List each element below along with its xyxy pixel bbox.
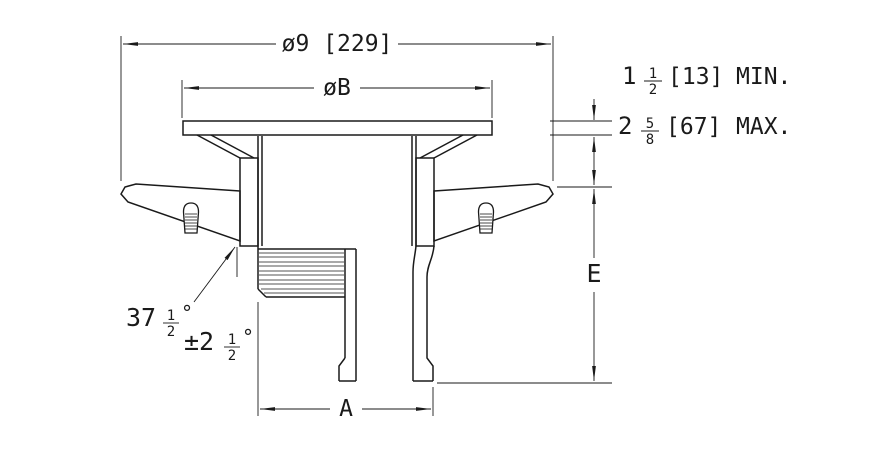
body-walls [239, 157, 435, 247]
dim-collar-min: 1 1 2 [13] MIN. [550, 62, 791, 122]
dim-height-e: E [437, 186, 612, 384]
outlet-threads [257, 248, 356, 298]
outlet-label: A [339, 396, 353, 422]
grate-strainer [182, 120, 493, 136]
dim-collar-max: 2 5 8 [67] MAX. [550, 112, 791, 185]
angle-denominator: 2 [167, 324, 175, 340]
angle-tolerance-degree-symbol: ° [242, 325, 254, 349]
anchor-flange-right [433, 183, 554, 243]
clamp-screw-right [477, 202, 495, 234]
dim-outlet-a: A [257, 302, 434, 422]
angle-tolerance-numerator: 1 [228, 332, 236, 348]
collar-min-denominator: 2 [649, 82, 657, 98]
dim-overall-diameter: ø9 [229] [120, 31, 554, 181]
dim-grate-diameter: øB [181, 75, 493, 118]
angle-tolerance-denominator: 2 [228, 348, 236, 364]
anchor-flange-left [120, 183, 241, 243]
angle-degree-symbol: ° [181, 301, 193, 325]
overall-diameter-label: ø9 [229] [282, 31, 393, 57]
collar-max-denominator: 8 [646, 132, 654, 148]
collar-min-numerator: 1 [649, 66, 657, 82]
collar-min-bracket: [13] [668, 64, 723, 90]
angle-numerator: 1 [167, 308, 175, 324]
height-label: E [586, 259, 601, 288]
clamp-screw-left [182, 202, 200, 234]
outlet-pipe [338, 245, 435, 382]
grate-diameter-label: øB [323, 75, 351, 101]
strainer-skirt [196, 134, 478, 249]
angle-tolerance: ±2 [184, 327, 214, 356]
collar-max-whole: 2 [618, 112, 632, 140]
collar-max-bracket: [67] [666, 114, 721, 140]
collar-max-numerator: 5 [646, 116, 654, 132]
collar-max-suffix: MAX. [736, 114, 791, 140]
angle-whole: 37 [126, 303, 156, 332]
collar-min-whole: 1 [622, 62, 636, 90]
collar-min-suffix: MIN. [736, 64, 791, 90]
dim-flange-angle: 37 1 2 ° ±2 1 2 ° [126, 246, 254, 364]
